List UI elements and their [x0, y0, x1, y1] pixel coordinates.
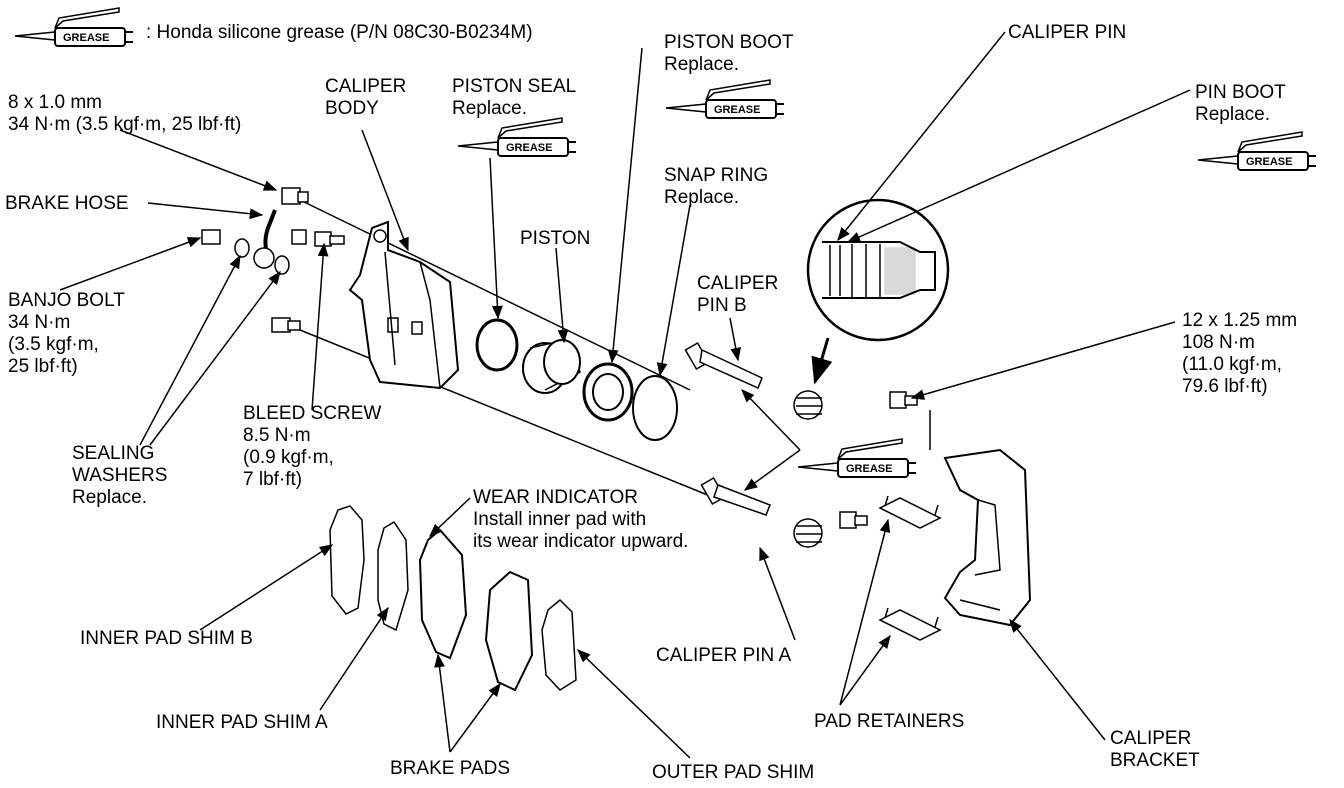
caliper-body-icon [348, 220, 460, 390]
pin-boot-icon [793, 518, 823, 548]
caliper-pin-b-icon [684, 341, 763, 390]
piston-boot-icon [582, 362, 634, 422]
pad-retainer-icon [878, 607, 942, 641]
banjo-bolt-icon [201, 229, 221, 245]
pin-boot-detail-icon [806, 198, 950, 342]
banjo-fitting-icon [253, 247, 275, 269]
label-inner-pad-shim-a: INNER PAD SHIM A [156, 712, 328, 733]
outer-pad-shim-icon [541, 598, 577, 691]
pad-retainer-icon [878, 495, 942, 529]
label-caliper-pin: CALIPER PIN [1008, 22, 1127, 43]
label-pad-retainers: PAD RETAINERS [814, 711, 965, 732]
label-outer-pad-shim: OUTER PAD SHIM [652, 762, 815, 783]
sealing-washer-icon [274, 255, 290, 275]
grease-symbol-legend: GREASE [14, 7, 134, 47]
svg-text:GREASE: GREASE [846, 463, 892, 475]
caliper-bolt-icon [271, 317, 301, 333]
grease-symbol-pin-boot: GREASE [1197, 131, 1317, 171]
label-brake-hose: BRAKE HOSE [5, 193, 129, 214]
label-piston: PISTON [520, 228, 591, 249]
svg-text:GREASE: GREASE [506, 142, 552, 154]
hose-bolt-icon [281, 187, 309, 205]
snap-ring-icon [632, 375, 678, 441]
caliper-bracket-icon [943, 448, 1032, 627]
piston-seal-icon [475, 318, 519, 372]
grease-legend-text: : Honda silicone grease (P/N 08C30-B0234… [146, 22, 533, 43]
inner-pad-shim-b-icon [329, 505, 365, 615]
grease-symbol-piston-boot: GREASE [665, 79, 785, 119]
bleed-cap-icon [291, 229, 307, 245]
bracket-bolt-icon [839, 511, 868, 529]
sealing-washer-icon [234, 238, 250, 258]
svg-text:GREASE: GREASE [714, 104, 760, 116]
inner-brake-pad-icon [418, 528, 468, 660]
bracket-bolt-icon [889, 391, 918, 409]
bleed-screw-icon [314, 231, 345, 247]
pin-boot-icon [793, 390, 823, 420]
grease-symbol-piston-seal: GREASE [457, 117, 577, 157]
outer-brake-pad-icon [484, 570, 534, 692]
piston-icon [522, 339, 581, 394]
label-inner-pad-shim-b: INNER PAD SHIM B [80, 628, 253, 649]
label-caliper-pin-a: CALIPER PIN A [656, 645, 792, 666]
grease-symbol-caliper-pin: GREASE [797, 438, 917, 478]
svg-text:GREASE: GREASE [63, 32, 109, 44]
inner-pad-shim-a-icon [377, 520, 409, 632]
svg-text:GREASE: GREASE [1246, 156, 1292, 168]
label-brake-pads: BRAKE PADS [390, 758, 511, 779]
caliper-pin-a-icon [700, 476, 771, 516]
